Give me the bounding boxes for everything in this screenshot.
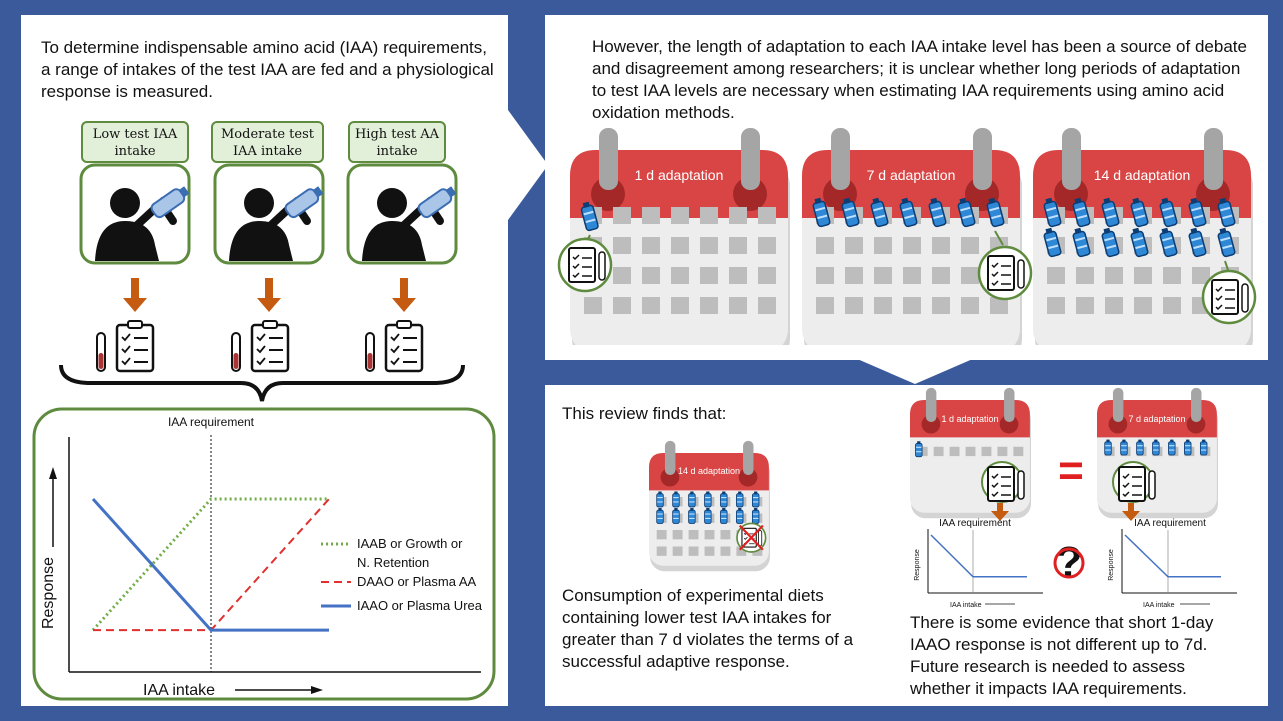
legend-iaab-line1: IAAB or Growth or xyxy=(357,536,463,551)
x-axis-label: IAA intake xyxy=(143,682,215,699)
person-drinking-icon xyxy=(213,163,325,263)
clipboard-icon xyxy=(1211,279,1249,315)
clipboard-icon xyxy=(981,461,1156,503)
calendar-14d-label: 14 d adaptation xyxy=(1094,167,1191,183)
intake-label-high: High test AA intake xyxy=(348,121,446,163)
clipboard-icon xyxy=(987,255,1025,291)
calendar-14d: 14 d adaptation xyxy=(1033,128,1257,345)
mini-chart-7d-req: IAA requirement xyxy=(1134,518,1206,529)
calendar-7d-small xyxy=(1097,387,1218,519)
series-iaab-line xyxy=(91,497,329,632)
calendar-1d-label: 1 d adaptation xyxy=(635,167,724,183)
callout-arrow-down xyxy=(855,358,975,384)
mini-chart-7d-line xyxy=(1124,534,1221,578)
calendar-7d-label: 7 d adaptation xyxy=(867,167,956,183)
intake-label-low: Low test IAA intake xyxy=(81,121,189,163)
cross-icon xyxy=(738,524,764,551)
clipboard-icon xyxy=(96,319,424,373)
mini-chart-7d-xlabel: IAA intake xyxy=(1143,602,1175,609)
calendar-7d: 7 d adaptation xyxy=(802,128,1033,345)
intake-label-moderate: Moderate test IAA intake xyxy=(211,121,324,163)
mini-chart-1d: IAA requirement Response IAA intake xyxy=(914,518,1043,609)
response-chart: IAA requirement IAAB or Growth or N. Rete… xyxy=(32,407,496,701)
review-heading: This review finds that: xyxy=(562,404,727,423)
intro-text: To determine indispensable amino acid (I… xyxy=(41,38,494,101)
series-iaao-line xyxy=(91,497,329,632)
equals-sign: = xyxy=(1058,446,1084,495)
calendar-1d: 1 d adaptation xyxy=(557,128,790,345)
evidence-text: There is some evidence that short 1-day … xyxy=(910,613,1214,698)
callout-arrow xyxy=(508,110,548,220)
mini-chart-7d-ylabel: Response xyxy=(1108,549,1115,581)
legend-iaab: IAAB or Growth or N. Retention xyxy=(357,536,463,570)
review-finding: Consumption of experimental diets contai… xyxy=(562,586,854,671)
person-drinking-icon xyxy=(346,163,458,263)
adaptation-debate-text: However, the length of adaptation to eac… xyxy=(592,37,1247,122)
legend-daao: DAAO or Plasma AA xyxy=(357,574,477,589)
brace-icon xyxy=(59,364,465,402)
mini-chart-7d: IAA requirement Response IAA intake xyxy=(1108,518,1237,609)
arrow-down-icon xyxy=(123,278,416,312)
person-drinking-icon xyxy=(79,163,191,263)
review-graphics: 14 d adaptation 1 d adaptation 7 d adapt… xyxy=(649,387,1237,609)
arrow-down-icon xyxy=(991,503,1140,521)
calendar-7d-small-label: 7 d adaptation xyxy=(1128,414,1185,424)
y-axis-label: Response xyxy=(40,557,57,629)
mini-chart-1d-xlabel: IAA intake xyxy=(950,602,982,609)
left-panel: To determine indispensable amino acid (I… xyxy=(21,15,508,706)
legend-iaab-line2: N. Retention xyxy=(357,555,429,570)
mini-chart-1d-line xyxy=(930,534,1027,578)
calendar-14d-small-label: 14 d adaptation xyxy=(678,466,740,476)
calendar-1d-small-label: 1 d adaptation xyxy=(941,414,998,424)
mini-chart-1d-req: IAA requirement xyxy=(939,518,1011,529)
question-mark: ? xyxy=(1056,538,1083,587)
question-ring xyxy=(1053,547,1085,579)
mini-chart-1d-ylabel: Response xyxy=(914,549,921,581)
adaptation-calendars: 1 d adaptation 7 d adaptation 14 d adapt… xyxy=(557,128,1257,345)
clipboard-icon xyxy=(568,247,606,283)
requirement-label: IAA requirement xyxy=(168,415,255,429)
intake-illustrations xyxy=(59,163,465,402)
legend-iaao: IAAO or Plasma Urea xyxy=(357,598,483,613)
calendar-14d-small xyxy=(649,440,770,572)
